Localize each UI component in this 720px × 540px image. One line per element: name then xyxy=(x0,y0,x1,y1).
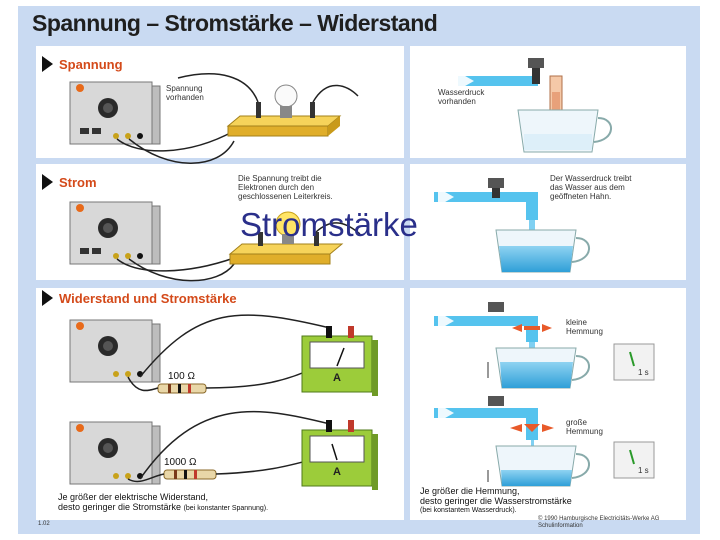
ammeter-2 xyxy=(301,420,378,490)
resistor-100 xyxy=(157,383,207,394)
footer-copyright: © 1990 Hamburgische Electricitäts-Werke … xyxy=(538,516,659,530)
measuring-jug-filling xyxy=(495,229,590,273)
small-hemmung-label: kleine Hemmung xyxy=(566,318,603,336)
ammeter-unit-1: A xyxy=(333,372,341,384)
power-supply-2 xyxy=(69,201,161,265)
strom-right-text: Der Wasserdruck treibt das Wasser aus de… xyxy=(550,174,632,201)
text-line: Elektronen durch den xyxy=(238,183,315,192)
time-label-2: 1 s xyxy=(638,466,649,475)
poster: Spannung – Stromstärke – Widerstand Span… xyxy=(18,6,700,534)
footer-number: 1.02 xyxy=(38,521,50,527)
wire xyxy=(127,473,165,483)
section-label: Strom xyxy=(59,174,97,190)
text-line: vorhanden xyxy=(166,93,204,102)
poster-title: Spannung – Stromstärke – Widerstand xyxy=(32,10,438,36)
measuring-jug-empty xyxy=(517,109,612,153)
section-label: Widerstand und Stromstärke xyxy=(59,290,237,306)
resistor-label-100: 100 Ω xyxy=(168,371,195,382)
text-line: geschlossenen Leiterkreis. xyxy=(238,192,333,201)
wire xyxy=(177,73,259,103)
triangle-marker-icon xyxy=(42,174,53,190)
text-line: Spannung xyxy=(166,84,203,93)
wire xyxy=(128,138,235,164)
triangle-marker-icon xyxy=(42,56,53,72)
measuring-jug-small-restriction xyxy=(487,347,590,389)
text-line: desto geringer die Wasserstromstärke xyxy=(420,496,572,506)
clock-gauge-1 xyxy=(613,343,655,381)
text-line: große xyxy=(566,418,587,427)
text-line: geöffneten Hahn. xyxy=(550,192,612,201)
strom-left-text: Die Spannung treibt die Elektronen durch… xyxy=(238,174,333,201)
wire xyxy=(139,410,331,480)
section-header-widerstand: Widerstand und Stromstärke xyxy=(42,290,237,306)
wire xyxy=(116,130,235,152)
text-line: Je größer die Hemmung, xyxy=(420,486,520,496)
wire xyxy=(205,365,319,389)
widerstand-left-caption: Je größer der elektrische Widerstand, de… xyxy=(58,492,268,514)
illustrations xyxy=(69,58,678,490)
text-line: © 1990 Hamburgische Electricitäts-Werke … xyxy=(538,516,660,522)
wire xyxy=(312,84,359,103)
resistor-1000 xyxy=(163,469,217,480)
ammeter-1 xyxy=(301,326,378,396)
text-line: vorhanden xyxy=(438,97,476,106)
text-line: Die Spannung treibt die xyxy=(238,174,322,183)
ammeter-unit-2: A xyxy=(333,466,341,478)
wire xyxy=(315,222,361,235)
clock-gauge-2 xyxy=(613,441,655,479)
water-tap-closed xyxy=(458,58,563,117)
text-line: kleine xyxy=(566,318,587,327)
spannung-left-text: Spannung vorhanden xyxy=(166,84,204,102)
text-line: Hemmung xyxy=(566,327,603,336)
lamp-board-1 xyxy=(226,84,342,137)
measuring-jug-large-restriction xyxy=(487,445,590,487)
triangle-marker-icon xyxy=(42,290,53,306)
time-label-1: 1 s xyxy=(638,368,649,377)
caption-note: (bei konstantem Wasserdruck). xyxy=(420,507,517,514)
section-header-spannung: Spannung xyxy=(42,56,123,72)
text-line: Hemmung xyxy=(566,427,603,436)
wire xyxy=(128,258,235,282)
large-hemmung-label: große Hemmung xyxy=(566,418,603,436)
lamp-board-2 xyxy=(228,211,344,265)
power-supply-1 xyxy=(69,81,161,145)
wire xyxy=(116,257,235,272)
section-header-strom: Strom xyxy=(42,174,97,190)
text-line: Schulinformation xyxy=(538,523,583,529)
text-line: Der Wasserdruck treibt xyxy=(550,174,632,183)
text-line: das Wasser aus dem xyxy=(550,183,625,192)
wire xyxy=(139,314,331,378)
section-label: Spannung xyxy=(59,56,123,72)
text-line: desto geringer die Stromstärke xyxy=(58,502,182,512)
power-supply-4 xyxy=(69,421,161,485)
caption-note: (bei konstanter Spannung). xyxy=(183,505,269,512)
spannung-right-text: Wasserdruck vorhanden xyxy=(438,88,484,106)
text-line: Je größer der elektrische Widerstand, xyxy=(58,492,209,502)
text-line: Wasserdruck xyxy=(438,88,485,97)
resistor-label-1000: 1000 Ω xyxy=(164,457,197,468)
overlay-caption: Stromstärke xyxy=(240,206,418,243)
widerstand-right-caption: Je größer die Hemmung, desto geringer di… xyxy=(420,486,572,516)
power-supply-3 xyxy=(69,319,161,383)
wire xyxy=(127,376,159,392)
